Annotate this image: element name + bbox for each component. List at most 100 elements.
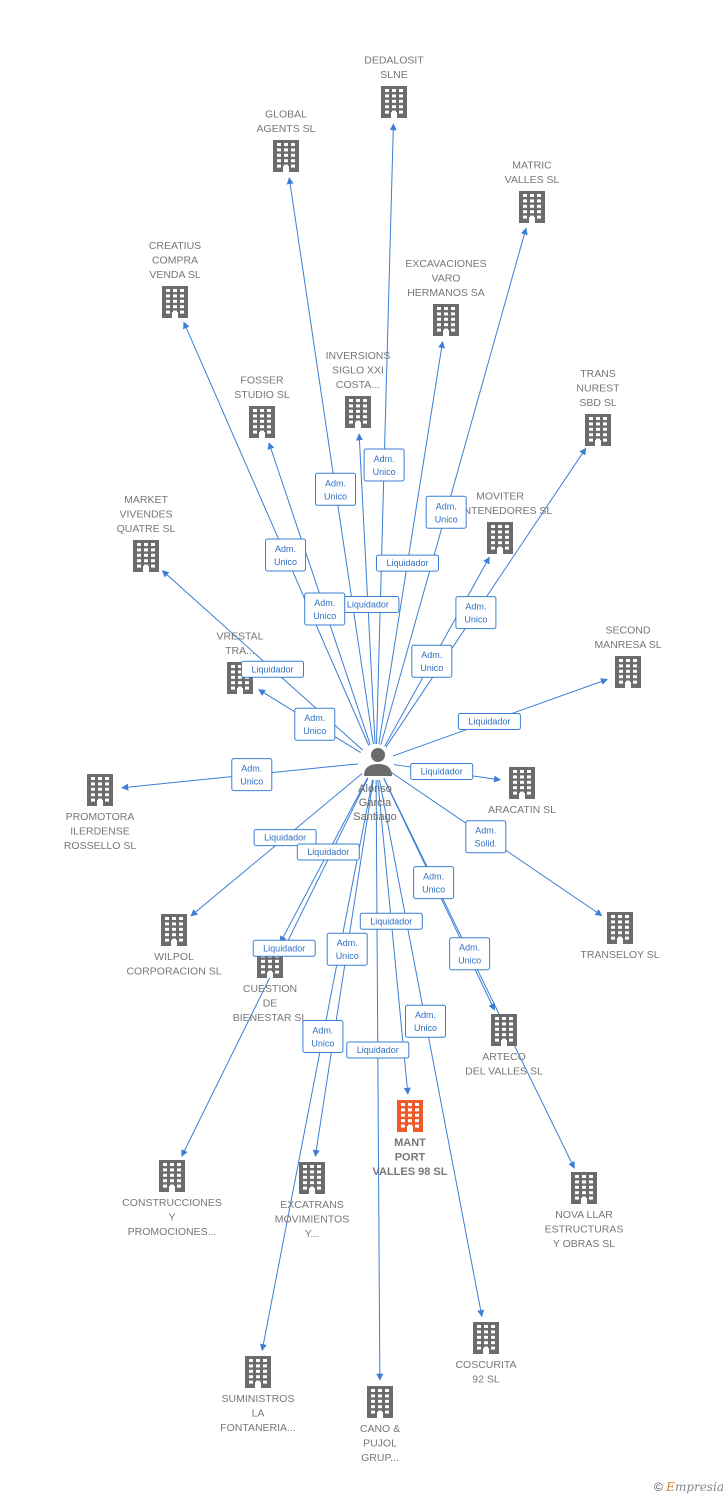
- relation-edge: [375, 779, 384, 1381]
- building-window: [502, 1033, 506, 1037]
- role-label-text: Liquidador: [347, 600, 389, 610]
- building-window: [91, 798, 95, 802]
- role-label-text: Adm.: [337, 938, 358, 948]
- person-node[interactable]: Alonso Garcia Santiago: [353, 748, 397, 823]
- building-window: [619, 669, 623, 673]
- building-window: [491, 525, 495, 528]
- role-label-text: Adm.: [374, 454, 395, 464]
- company-label: SLNE: [380, 69, 407, 81]
- building-window: [415, 1124, 419, 1128]
- building-door: [497, 548, 503, 554]
- building-window: [310, 1170, 314, 1174]
- building-window: [165, 938, 169, 942]
- building-window: [91, 782, 95, 786]
- building-window: [437, 307, 441, 310]
- building-window: [166, 299, 170, 303]
- company-label: SUMINISTROS: [222, 1393, 295, 1405]
- building-window: [371, 1399, 375, 1403]
- company-label: VARO: [432, 273, 461, 285]
- role-label-text: Liquidador: [251, 664, 293, 674]
- company-label: GRUP...: [361, 1452, 399, 1464]
- role-label-box: [405, 1004, 446, 1038]
- building-window: [245, 686, 249, 690]
- building-window: [261, 965, 265, 969]
- relation-edge: [259, 779, 374, 1352]
- building-window: [520, 786, 524, 790]
- building-window: [415, 1103, 419, 1106]
- building-window: [589, 438, 593, 442]
- company-node[interactable]: TRANSELOY SL: [580, 912, 660, 961]
- role-label-box: [363, 448, 405, 482]
- building-window: [392, 89, 396, 92]
- role-label: Adm.Unico: [405, 1004, 446, 1038]
- building-window: [180, 305, 184, 309]
- building-window: [385, 89, 389, 92]
- building-window: [611, 925, 615, 929]
- building-window: [267, 409, 271, 412]
- building-window: [371, 1389, 375, 1392]
- building-window: [491, 546, 495, 550]
- role-label-text: Adm.: [459, 943, 480, 953]
- company-label: ARACATIN SL: [488, 804, 556, 816]
- building-window: [537, 204, 541, 208]
- building-window: [491, 541, 495, 545]
- company-node[interactable]: CANO &PUJOLGRUP...: [360, 1386, 400, 1464]
- building-window: [444, 307, 448, 310]
- building-window: [378, 1399, 382, 1403]
- building-window: [408, 1119, 412, 1123]
- company-label: CONSTRUCCIONES: [122, 1197, 222, 1209]
- building-window: [238, 675, 242, 679]
- building-window: [505, 541, 509, 545]
- building-window: [180, 289, 184, 292]
- building-window: [633, 675, 637, 679]
- building-window: [165, 922, 169, 926]
- building-window: [363, 404, 367, 408]
- building-window: [444, 312, 448, 316]
- building-window: [261, 959, 265, 963]
- building-window: [363, 409, 367, 413]
- relation-edge: [383, 777, 575, 1169]
- company-node[interactable]: VRESTALTRA...: [216, 631, 264, 695]
- company-node[interactable]: SUMINISTROSLAFONTANERIA...: [220, 1356, 296, 1434]
- company-label: MOVIMIENTOS: [275, 1214, 349, 1226]
- building-window: [385, 1405, 389, 1409]
- building-window: [144, 543, 148, 546]
- building-window: [498, 530, 502, 534]
- building-door: [529, 217, 535, 223]
- role-label-box: [294, 707, 336, 741]
- building-window: [91, 793, 95, 797]
- role-label-text: Adm.: [465, 602, 486, 612]
- building-door: [501, 1040, 507, 1046]
- building-window: [256, 1364, 260, 1368]
- building-window: [303, 1175, 307, 1179]
- company-node[interactable]: EXCATRANSMOVIMIENTOSY...: [275, 1162, 349, 1240]
- company-node[interactable]: CONSTRUCCIONESYPROMOCIONES...: [122, 1160, 222, 1238]
- company-node[interactable]: ARACATIN SL: [488, 767, 556, 816]
- company-label: NUREST: [576, 383, 620, 395]
- building-window: [310, 1165, 314, 1168]
- building-window: [582, 1180, 586, 1184]
- building-window: [618, 925, 622, 929]
- company-label: HERMANOS SA: [407, 287, 485, 299]
- building-window: [527, 775, 531, 779]
- building-window: [277, 153, 281, 157]
